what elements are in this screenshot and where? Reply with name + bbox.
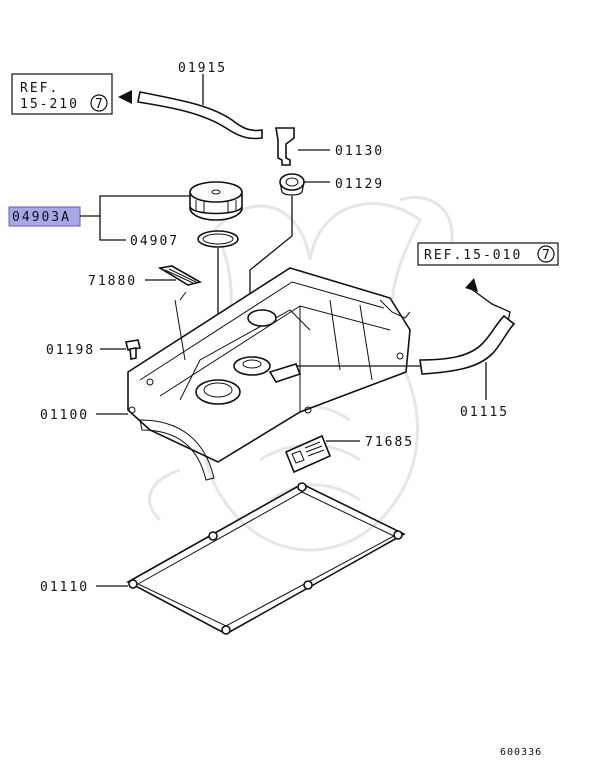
label-04907: 04907 <box>130 234 179 249</box>
arrow-icon <box>465 278 478 292</box>
hose-01115 <box>296 314 516 400</box>
label-01110: 01110 <box>40 580 89 595</box>
oil-filler-cap <box>189 181 243 221</box>
ref-right-text: REF.15-010 <box>424 248 522 263</box>
ref-right-circle: 7 <box>542 248 550 263</box>
gasket-01110 <box>126 482 406 635</box>
ref-left-circle: 7 <box>95 97 103 112</box>
label-01130: 01130 <box>335 144 384 159</box>
part-04903A-highlight[interactable]: 04903A <box>8 206 81 227</box>
rocker-cover-01100 <box>127 267 411 481</box>
label-04903A: 04903A <box>12 210 71 225</box>
ref-left-line2: 15-210 <box>20 97 79 112</box>
grommet-01129 <box>279 173 330 196</box>
label-71685: 71685 <box>365 435 414 450</box>
pcv-valve-01130 <box>275 127 330 166</box>
label-01129: 01129 <box>335 177 384 192</box>
label-plate-71880 <box>145 265 203 286</box>
ref-left-line1: REF. <box>20 81 59 96</box>
hose-01915 <box>137 74 263 140</box>
bolt-01198 <box>100 339 141 360</box>
arrow-icon <box>118 90 132 104</box>
label-01915: 01915 <box>178 61 227 76</box>
ref-left[interactable]: REF. 15-210 7 <box>11 73 113 115</box>
diagram-id: 600336 <box>500 747 542 758</box>
label-01198: 01198 <box>46 343 95 358</box>
label-01100: 01100 <box>40 408 89 423</box>
caution-label-71685 <box>284 434 360 474</box>
ref-right[interactable]: REF.15-010 7 <box>417 242 559 266</box>
o-ring-04907 <box>197 230 239 248</box>
label-71880: 71880 <box>88 274 137 289</box>
label-01115: 01115 <box>460 405 509 420</box>
